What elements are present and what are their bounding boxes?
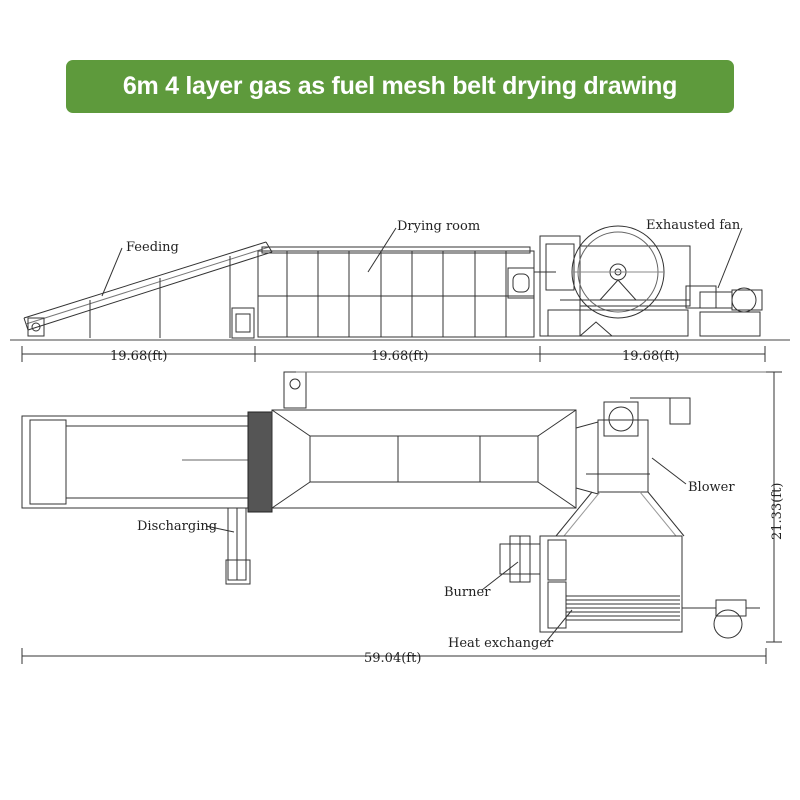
side-view <box>10 225 790 362</box>
duct <box>555 491 685 537</box>
discharging-conveyor <box>225 507 251 585</box>
label-blower: Blower <box>688 480 735 495</box>
label-exhausted-fan: Exhausted fan <box>646 218 741 233</box>
burner <box>499 535 541 583</box>
leader-lines <box>101 227 743 643</box>
dim-side-fan: 19.68(ft) <box>622 349 679 364</box>
label-discharging: Discharging <box>137 519 217 534</box>
top-view <box>21 227 782 664</box>
dim-total-length: 59.04(ft) <box>364 651 421 666</box>
label-drying-room: Drying room <box>397 219 480 234</box>
label-feeding: Feeding <box>126 240 179 255</box>
exhaust-fan-section <box>539 225 763 337</box>
dim-side-drying: 19.68(ft) <box>371 349 428 364</box>
drying-room <box>257 246 556 338</box>
heat-exchanger <box>539 535 760 639</box>
label-burner: Burner <box>444 585 491 600</box>
side-dimension-line <box>21 346 766 362</box>
feeding-conveyor <box>23 241 273 339</box>
drying-room-plan <box>271 371 766 509</box>
title-text: 6m 4 layer gas as fuel mesh belt drying … <box>122 72 678 100</box>
blower <box>575 397 691 495</box>
label-heat-exchanger: Heat exchanger <box>448 636 554 651</box>
dim-total-width: 21.33(ft) <box>770 483 785 540</box>
feeding-conveyor-plan <box>21 411 273 513</box>
dim-side-feeding: 19.68(ft) <box>110 349 167 364</box>
drawing-labels: Feeding Drying room Exhausted fan Blower… <box>110 218 785 666</box>
top-dimension-lines <box>21 371 782 664</box>
title-banner: 6m 4 layer gas as fuel mesh belt drying … <box>66 60 734 113</box>
